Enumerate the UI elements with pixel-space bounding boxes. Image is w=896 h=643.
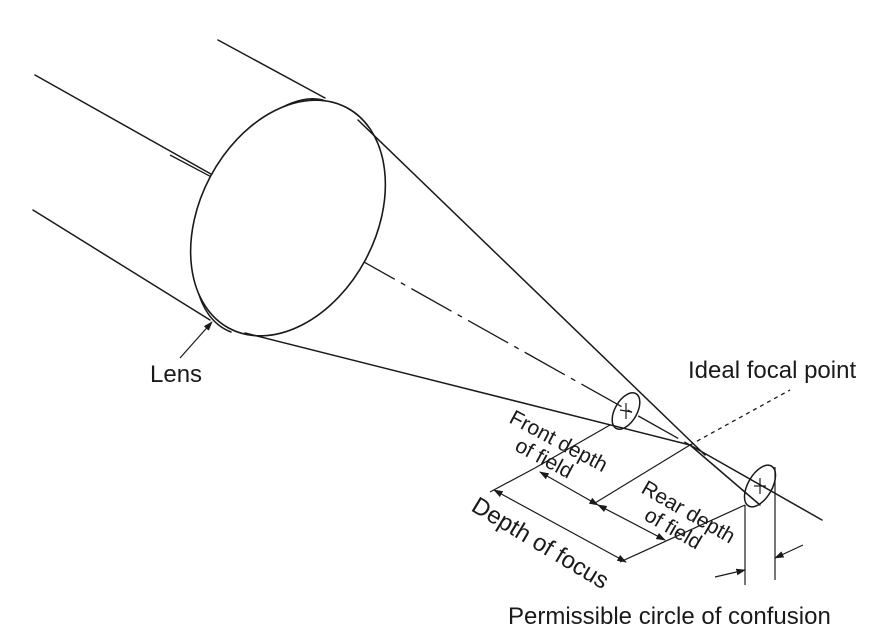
incoming-ray-bottom [32, 209, 211, 321]
cone-upper-ray [357, 119, 706, 456]
ideal-focal-point-leader [689, 389, 791, 446]
extension-rear [619, 504, 746, 563]
incoming-ray-top [217, 39, 326, 99]
cone-lower-ray [244, 332, 691, 446]
ideal-focal-point-label: Ideal focal point [688, 357, 856, 384]
rear-circle [743, 464, 777, 508]
lens-pointer-arrow [179, 321, 213, 359]
front-circle-of-confusion [611, 392, 641, 430]
lens-label: Lens [150, 361, 202, 388]
coc-arrow-right [774, 544, 804, 559]
circle-of-confusion-label: Permissible circle of confusion [508, 603, 831, 630]
front-circle-center-mark-h [619, 409, 633, 413]
optical-axis-left [169, 154, 233, 189]
lens [189, 98, 387, 337]
coc-arrow-left [714, 568, 746, 578]
rear-ray-lower [689, 444, 761, 506]
depth-of-focus-dimension [493, 489, 627, 563]
lens-face [189, 99, 387, 337]
rear-circle-of-confusion [743, 464, 777, 508]
incoming-ray-left-upper [34, 74, 219, 179]
rear-ray-upper [689, 444, 823, 521]
front-circle [611, 392, 641, 430]
extension-front [534, 424, 611, 469]
extension-depth-start [489, 467, 536, 493]
